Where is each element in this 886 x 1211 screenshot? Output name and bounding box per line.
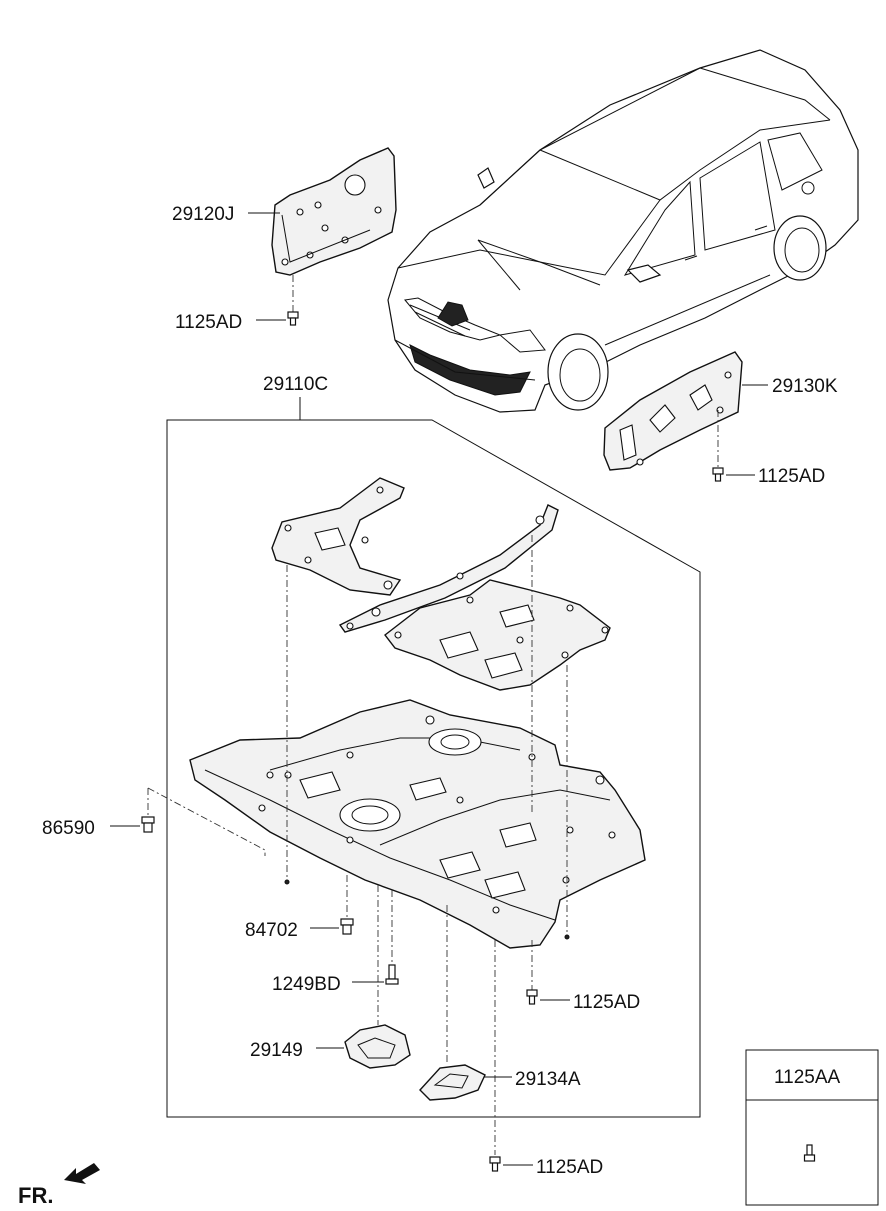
dashline-86590 <box>147 787 266 856</box>
label-1125AD-bottom: 1125AD <box>536 1157 603 1178</box>
label-1125AA: 1125AA <box>774 1067 841 1088</box>
label-1125AD-top: 1125AD <box>175 312 242 333</box>
part-main-under-cover <box>189 699 646 949</box>
label-84702: 84702 <box>245 920 298 941</box>
assembly-frame <box>166 419 701 1118</box>
detail-box-1125AA: 1125AA <box>745 1049 879 1206</box>
pin-dot <box>564 934 570 940</box>
clip-86590-icon <box>141 816 155 833</box>
label-29120J: 29120J <box>172 204 234 225</box>
bolt-icon <box>489 1156 501 1172</box>
label-86590: 86590 <box>42 818 95 839</box>
part-reinforcement-bar <box>338 504 559 633</box>
bolt-icon <box>526 989 538 1005</box>
label-29130K: 29130K <box>772 376 838 397</box>
part-29130K-shield <box>603 351 743 471</box>
label-1125AD-mid: 1125AD <box>573 992 640 1013</box>
label-29110C: 29110C <box>263 374 328 395</box>
bolt-icon <box>287 311 299 326</box>
bolt-icon <box>803 1144 816 1162</box>
part-29149-cover <box>344 1024 411 1069</box>
clip-84702-icon <box>340 918 354 935</box>
label-29134A: 29134A <box>515 1069 581 1090</box>
screw-1249BD-icon <box>385 964 399 985</box>
part-upper-plate-1 <box>271 477 405 596</box>
label-29149: 29149 <box>250 1040 303 1061</box>
label-1249BD: 1249BD <box>272 974 341 995</box>
part-29120J-shield <box>271 147 397 276</box>
direction-label: FR. <box>18 1183 53 1208</box>
pin-dot <box>284 879 290 885</box>
part-29134A-cover <box>419 1064 486 1101</box>
bolt-icon <box>712 467 724 482</box>
label-1125AD-right: 1125AD <box>758 466 825 487</box>
part-upper-plate-2 <box>384 579 611 691</box>
vehicle-illustration <box>387 49 859 413</box>
front-arrow-icon <box>64 1163 100 1184</box>
